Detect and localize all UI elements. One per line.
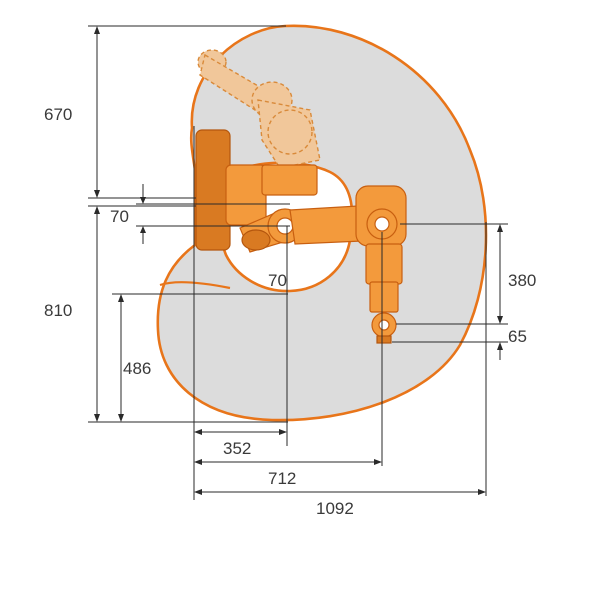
- envelope-lower-lobe-edge: [159, 281, 231, 290]
- label-670: 670: [44, 105, 72, 124]
- label-486: 486: [123, 359, 151, 378]
- robot-base-mount: [195, 129, 231, 251]
- ghost-shoulder: [267, 109, 313, 155]
- label-65: 65: [508, 327, 527, 346]
- label-352: 352: [223, 439, 251, 458]
- robot-elbow-axis: [374, 216, 390, 232]
- ghost-forearm: [199, 53, 266, 112]
- label-810: 810: [44, 301, 72, 320]
- robot-wrist: [369, 281, 399, 313]
- label-70-vertical: 70: [110, 207, 129, 226]
- robot-base-body: [225, 164, 267, 226]
- dim-65-arrow: [497, 342, 503, 350]
- dimension-lines: [88, 25, 508, 500]
- label-1092: 1092: [316, 499, 354, 518]
- robot-forearm: [365, 243, 403, 285]
- robot-link-lower-joint: [241, 229, 271, 251]
- label-70-inner: 70: [268, 271, 287, 290]
- dimension-labels: 670 810 486 70 70 380 65 352 712 1092: [44, 105, 536, 518]
- label-380: 380: [508, 271, 536, 290]
- robot-ghost-position: [197, 49, 321, 169]
- robot-column: [261, 164, 318, 196]
- dim-70-arrows: [140, 197, 146, 233]
- robot-flange-center: [378, 319, 390, 331]
- label-712: 712: [268, 469, 296, 488]
- robot-main-position: [195, 129, 407, 344]
- robot-tool-tip: [376, 335, 392, 344]
